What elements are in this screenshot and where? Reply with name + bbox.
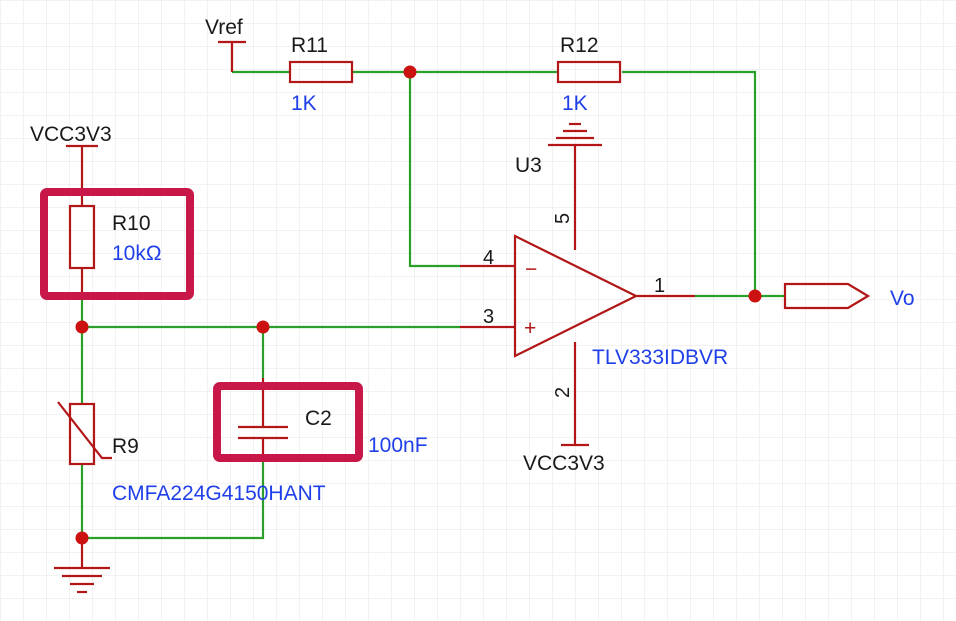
part-leads: [80, 42, 695, 568]
r12-ref: R12: [560, 34, 599, 57]
opamp-minus-sign: −: [525, 258, 537, 281]
junction-dots: [75, 65, 762, 545]
pin-5-label: 5: [552, 213, 574, 224]
r11-value: 1K: [291, 92, 317, 115]
pin-1-label: 1: [654, 275, 665, 297]
wires: [80, 70, 785, 540]
r11-resistor-symbol: [288, 60, 354, 84]
r10-ref: R10: [112, 212, 151, 235]
r12-resistor-symbol: [556, 60, 622, 84]
u3-value: TLV333IDBVR: [592, 346, 728, 369]
vo-port-icon: [783, 282, 871, 310]
u3-ref: U3: [515, 154, 542, 177]
r10-resistor-symbol: [68, 204, 96, 270]
c2-ref: C2: [305, 407, 332, 430]
thermistor-diagonal: [57, 401, 112, 460]
r9-value: CMFA224G4150HANT: [112, 482, 326, 505]
ground-icon-bottom: [54, 566, 110, 594]
opamp-symbol: [513, 234, 639, 358]
r12-value: 1K: [562, 92, 588, 115]
r9-ref: R9: [112, 435, 139, 458]
r10-highlight-box: [40, 188, 194, 300]
vcc-top-label: VCC3V3: [30, 123, 112, 146]
pin-3-label: 3: [483, 306, 494, 328]
vo-label: Vo: [890, 287, 915, 310]
pin-2-label: 2: [552, 387, 574, 398]
pin-4-label: 4: [483, 247, 494, 269]
r9-thermistor-symbol: [68, 402, 96, 466]
r10-value: 10kΩ: [112, 242, 162, 265]
c2-highlight-box: [213, 382, 363, 462]
r11-ref: R11: [291, 34, 328, 57]
vref-label: Vref: [205, 16, 243, 39]
c2-value: 100nF: [368, 434, 428, 457]
opamp-plus-sign: +: [524, 317, 536, 340]
vcc-bottom-label: VCC3V3: [523, 452, 605, 475]
ground-icon-top: [548, 122, 602, 147]
